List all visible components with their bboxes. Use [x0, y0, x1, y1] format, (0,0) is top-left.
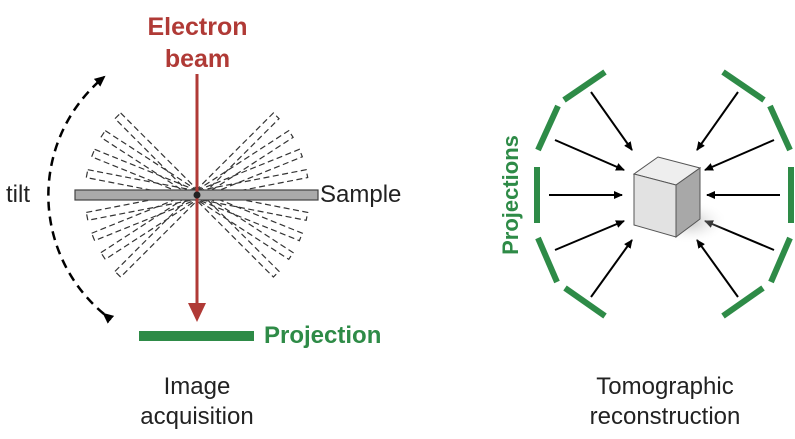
- right-caption-line2: reconstruction: [589, 403, 741, 430]
- beam-sample-intersection: [193, 191, 201, 199]
- left-caption-line2: acquisition: [140, 403, 254, 430]
- projection-segment: [721, 69, 766, 103]
- projection-arrow: [696, 91, 739, 151]
- projection-arrow: [704, 139, 775, 171]
- projection-segment: [768, 236, 793, 284]
- tilt-arc-arrow: [47, 75, 115, 324]
- projection-segment: [535, 236, 560, 284]
- sample-label: Sample: [320, 181, 402, 208]
- beam-label-line1: Electron: [147, 13, 248, 41]
- right-caption-line1: Tomographic: [596, 373, 734, 400]
- projection-segment: [563, 285, 607, 319]
- cube-side-face: [675, 167, 701, 238]
- projection-segment: [721, 285, 765, 319]
- projections-label: Projections: [498, 135, 523, 255]
- projection-arrow: [696, 239, 739, 298]
- projection-bar: [139, 331, 254, 341]
- projection-segment: [562, 69, 607, 103]
- projection-segment: [767, 104, 793, 152]
- tilt-label: tilt: [6, 181, 30, 208]
- reconstructed-cube: [632, 156, 728, 244]
- beam-label-line2: beam: [164, 45, 231, 73]
- projection-arrow: [554, 139, 625, 171]
- projection-arrow: [554, 220, 625, 251]
- cube-front-face: [633, 173, 677, 238]
- projection-arrow: [590, 91, 633, 151]
- projection-arrow: [590, 239, 633, 298]
- left-caption-line1: Image: [163, 373, 231, 400]
- projection-segments: [534, 69, 794, 319]
- electron-beam-arrow: [188, 74, 206, 322]
- projection-label: Projection: [264, 322, 382, 349]
- projection-segment: [535, 104, 561, 152]
